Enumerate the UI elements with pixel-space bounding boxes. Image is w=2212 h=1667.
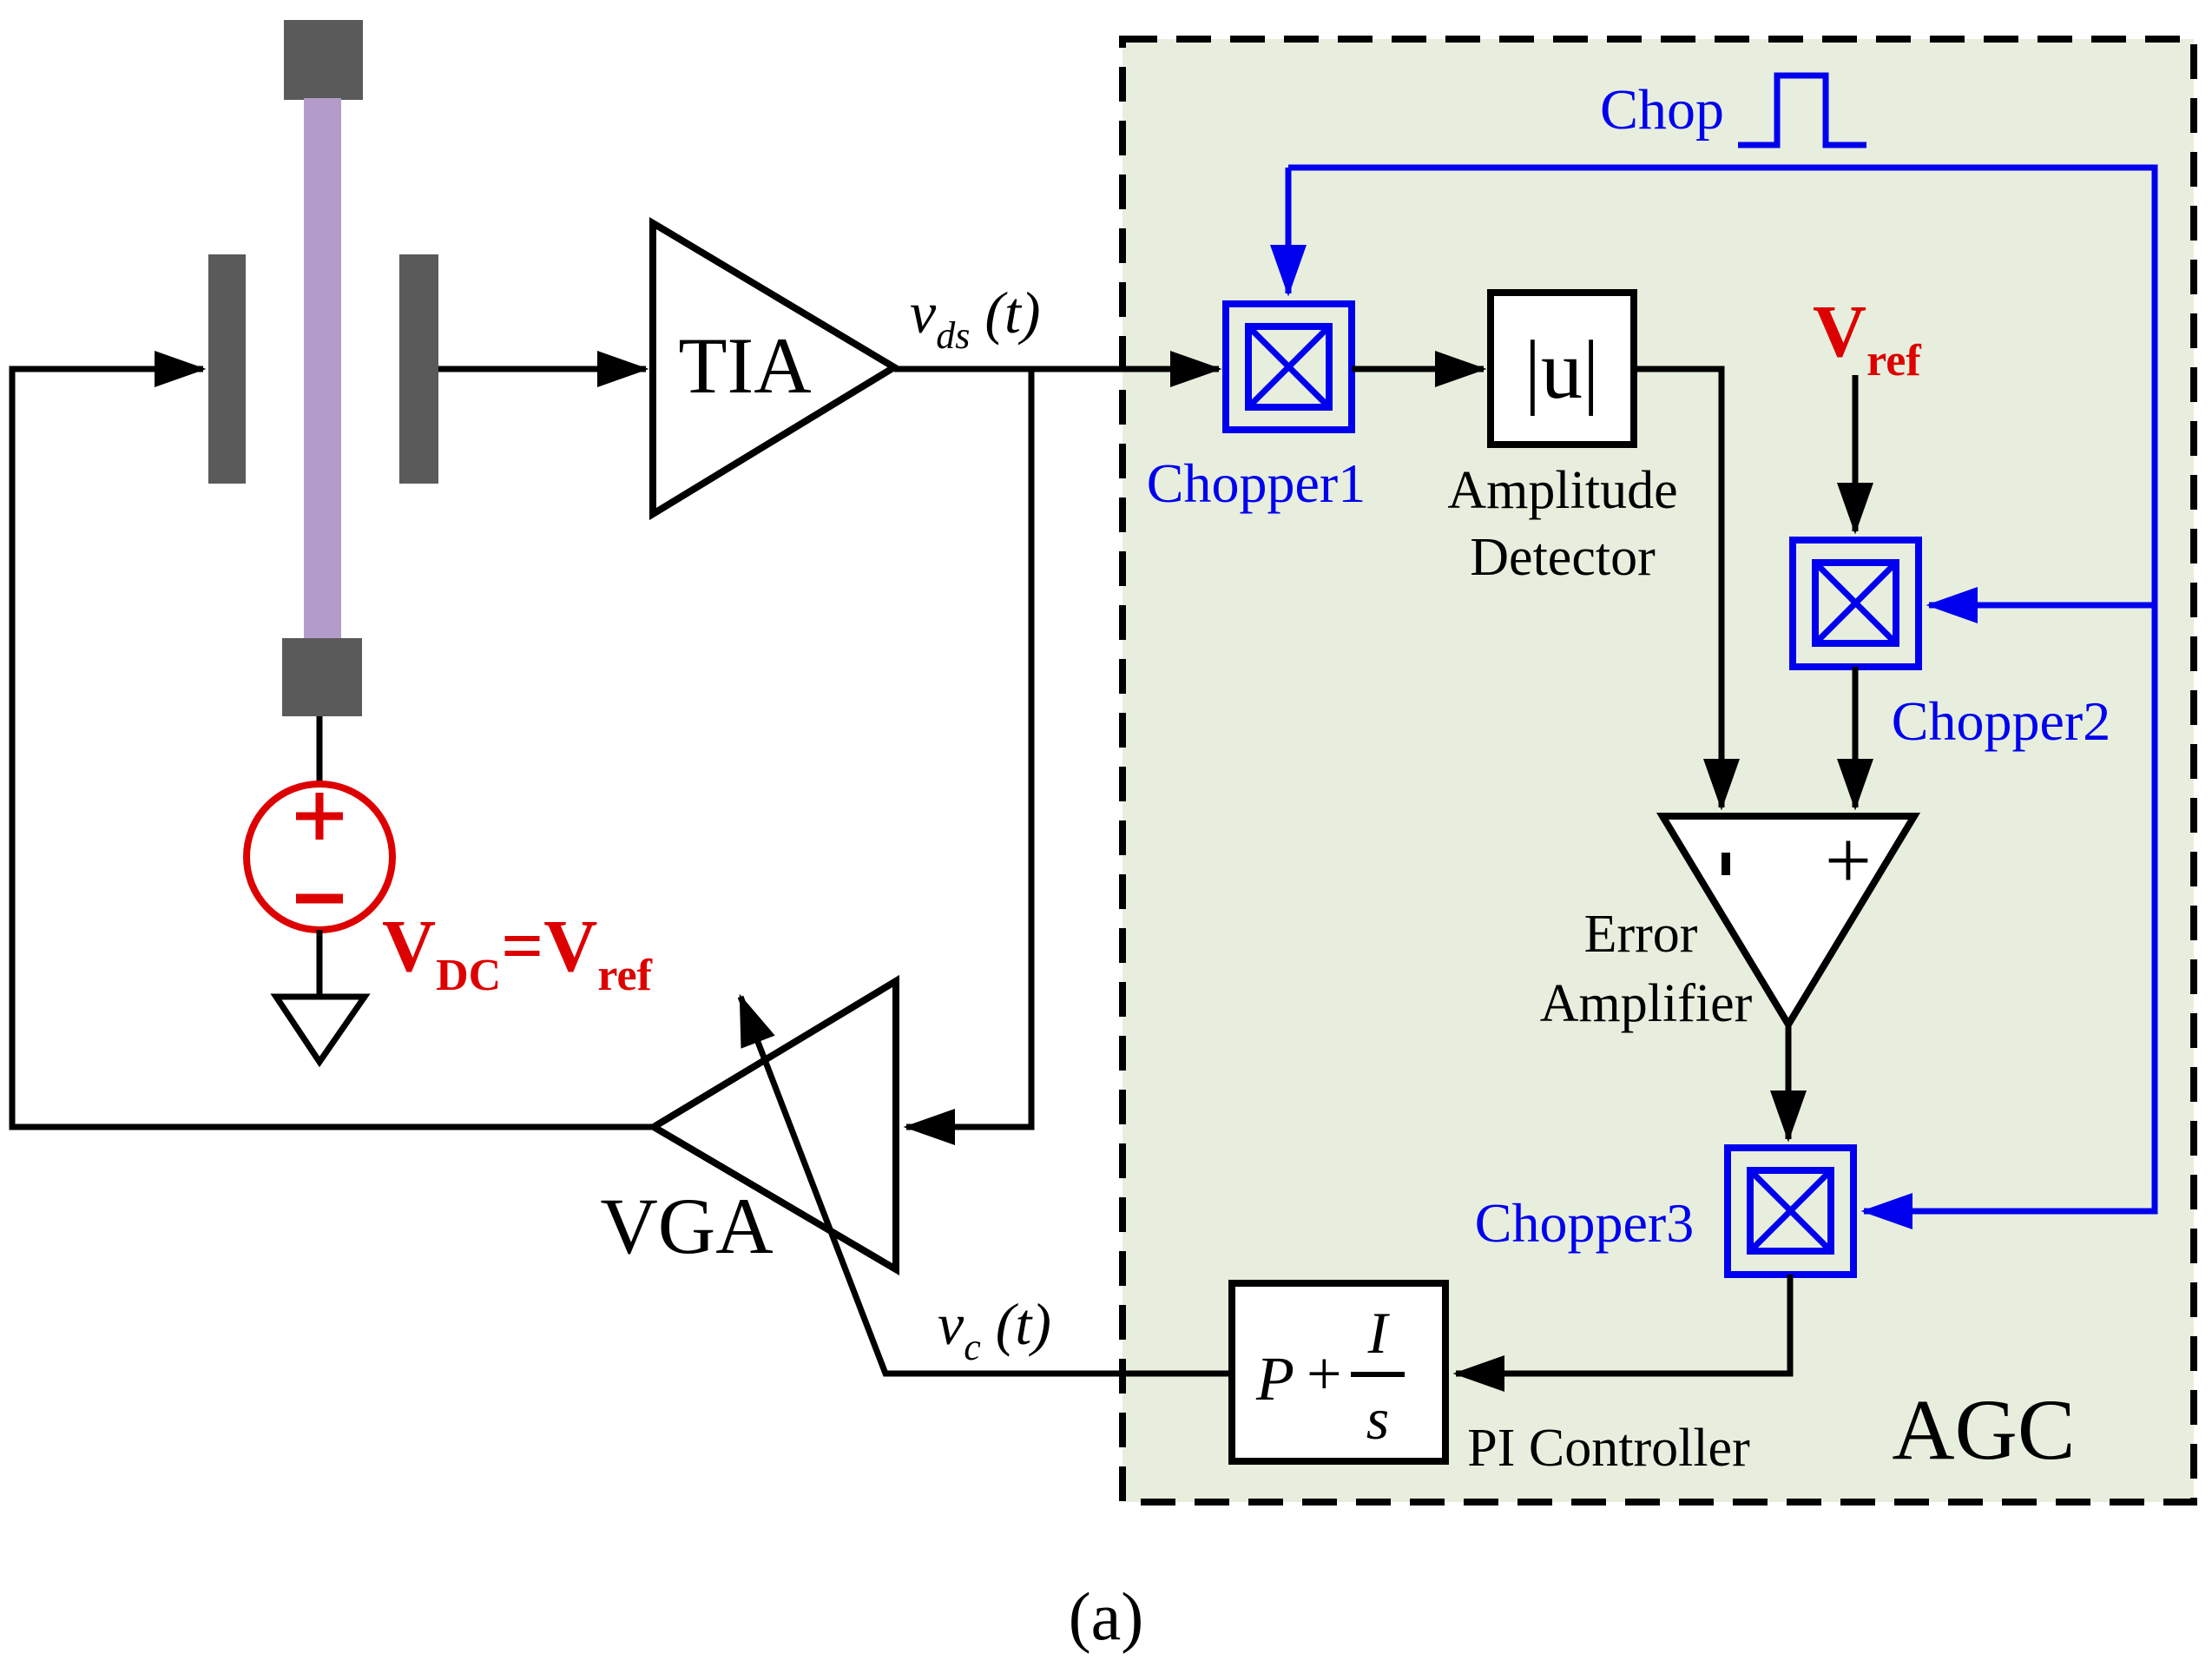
resonator-bottom-anchor [282, 638, 362, 716]
chopper3-inner-box [1747, 1167, 1834, 1255]
detector-to-error-amp-wire [1634, 366, 1740, 811]
chopper3-to-pi-wire [1452, 1275, 1794, 1392]
resonator-beam [304, 98, 341, 638]
vc-control-wire-gain-arrow [737, 993, 1232, 1377]
vdc-ref-sub: ref [597, 951, 652, 1000]
chopper1-inner-box [1245, 323, 1333, 411]
dc-bias-label: VDC=Vref [382, 904, 653, 1000]
amplitude-detector-label-1: Amplitude [1447, 461, 1677, 520]
vga-label: VGA [600, 1182, 773, 1270]
pi-term-i: I [1367, 1300, 1391, 1366]
tia-label: TIA [678, 321, 811, 410]
tia-amplifier-triangle [649, 216, 901, 521]
vds-sub: ds [936, 314, 970, 357]
chop-pulse-icon [1738, 72, 1866, 148]
drive-electrode [208, 254, 246, 484]
chopper3-x-icon [1748, 1168, 1833, 1254]
vc-signal-label: vc (t) [938, 1291, 1051, 1368]
vds-v: v [910, 280, 937, 346]
amplitude-detector-box [1487, 289, 1637, 448]
pi-controller-box [1228, 1280, 1449, 1465]
vdc-sub: DC [436, 951, 501, 1000]
chopper2-inner-box [1812, 559, 1899, 647]
resonator-top-anchor [284, 20, 363, 100]
chop-to-chopper3-wire [1288, 164, 2158, 1229]
vref-v: V [1813, 289, 1866, 372]
vdc-eq: =V [501, 904, 597, 987]
vref-sub: ref [1866, 336, 1921, 385]
vc-v: v [938, 1291, 964, 1357]
pi-term-p: P [1255, 1344, 1294, 1413]
ground-icon [270, 993, 371, 1068]
vds-branch-to-vga-wire [903, 369, 1035, 1145]
chopper2-x-icon [1813, 560, 1899, 646]
vc-t: (t) [981, 1291, 1051, 1357]
agc-label: AGC [1892, 1381, 2075, 1478]
vds-t: (t) [970, 280, 1040, 346]
vds-signal-label: vds (t) [910, 280, 1041, 357]
chopper1-x-icon [1246, 324, 1332, 410]
sense-electrode [399, 254, 438, 484]
chop-label: Chop [1600, 78, 1724, 142]
amplitude-detector-label-2: Detector [1470, 528, 1656, 587]
figure-caption: (a) [1069, 1578, 1144, 1654]
pi-term-s: s [1366, 1386, 1389, 1452]
vga-amplifier-triangle [647, 974, 899, 1275]
chopper1-label: Chopper1 [1147, 452, 1366, 514]
amplitude-detector-symbol: |u| [1524, 323, 1599, 416]
chopper2-label: Chopper2 [1892, 690, 2110, 752]
error-amp-plus-icon: + [1825, 814, 1872, 906]
chopper3-label: Chopper3 [1475, 1192, 1694, 1254]
error-amp-label-1: Error [1584, 905, 1698, 964]
vdc-v: V [382, 904, 436, 987]
pi-term-plus: + [1307, 1339, 1342, 1408]
vc-sub: c [964, 1326, 981, 1368]
pi-controller-label: PI Controller [1467, 1419, 1750, 1478]
error-amp-label-2: Amplifier [1540, 974, 1753, 1033]
vga-to-drive-feedback-wire [9, 351, 654, 1130]
vref-label: Vref [1813, 289, 1921, 385]
